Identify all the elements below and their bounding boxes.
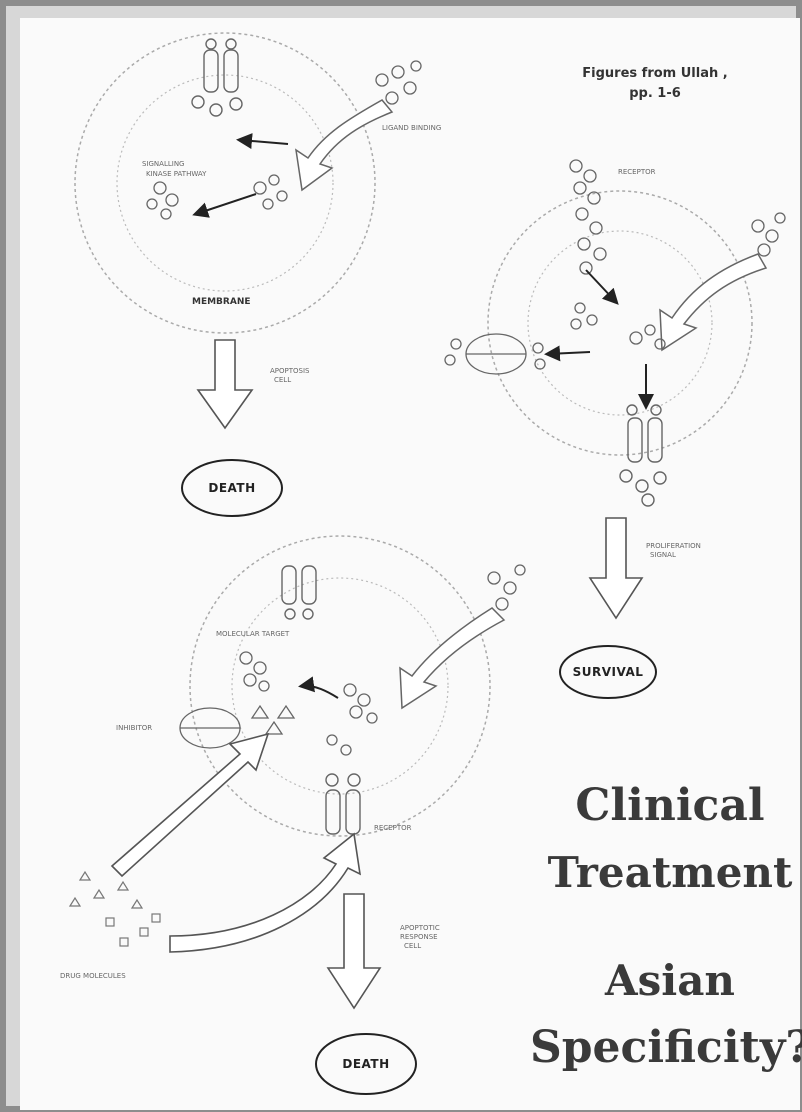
svg-text:RESPONSE: RESPONSE [400, 933, 438, 941]
down-arrow [198, 340, 252, 428]
receptor-glyph [192, 39, 242, 116]
ligand-cluster [376, 61, 421, 104]
ligand-cluster [752, 213, 785, 256]
svg-text:CELL: CELL [274, 376, 291, 384]
signal-arrow [302, 686, 338, 698]
outcome-label-right: SURVIVAL [573, 665, 644, 679]
drug-arrow [112, 734, 268, 876]
receptor-glyph [326, 774, 360, 834]
svg-text:DRUG MOLECULES: DRUG MOLECULES [60, 972, 126, 980]
headline-specificity: Specificity? [530, 1022, 802, 1073]
outcome-label-bottom: DEATH [342, 1057, 389, 1071]
svg-text:APOPTOSIS: APOPTOSIS [270, 367, 310, 375]
headline-clinical: Clinical [540, 780, 800, 831]
svg-text:PROLIFERATION: PROLIFERATION [646, 542, 701, 550]
curved-arrow [400, 608, 504, 708]
ligand-cluster [488, 565, 525, 610]
signal-arrow [548, 352, 590, 354]
svg-text:KINASE PATHWAY: KINASE PATHWAY [146, 170, 207, 178]
cell-outer-membrane [75, 33, 375, 333]
pathway-diagrams: LIGAND BINDING SIGNALLING KINASE PATHWAY… [20, 18, 800, 1110]
down-arrow [590, 518, 642, 618]
headline-treatment: Treatment [540, 848, 800, 897]
drug-arrow [170, 834, 360, 952]
slide-sheet: LIGAND BINDING SIGNALLING KINASE PATHWAY… [20, 18, 800, 1110]
figure-caption: Figures from Ullah , pp. 1-6 [520, 64, 790, 104]
svg-text:SIGNALLING: SIGNALLING [142, 160, 184, 168]
svg-text:RECEPTOR: RECEPTOR [618, 168, 656, 176]
svg-text:MOLECULAR TARGET: MOLECULAR TARGET [216, 630, 290, 638]
caption-line-2: pp. 1-6 [520, 84, 790, 104]
membrane-label: MEMBRANE [192, 297, 251, 307]
signal-arrow [586, 270, 616, 302]
receptor-glyph [282, 566, 316, 619]
curved-arrow [660, 254, 766, 350]
inner-molecules [147, 175, 287, 219]
svg-text:CELL: CELL [404, 942, 421, 950]
signal-arrow [196, 194, 256, 214]
svg-text:SIGNAL: SIGNAL [650, 551, 676, 559]
svg-text:RECEPTOR: RECEPTOR [374, 824, 412, 832]
caption-line-1: Figures from Ullah , [520, 64, 790, 84]
drug-particles [70, 872, 160, 946]
cell-top-left: LIGAND BINDING SIGNALLING KINASE PATHWAY… [75, 33, 441, 516]
signal-arrow [240, 140, 288, 144]
svg-text:APOPTOTIC: APOPTOTIC [400, 924, 440, 932]
curved-arrow [296, 100, 392, 190]
cell-bottom: MOLECULAR TARGET INHIBITOR [60, 536, 525, 1094]
headline-asian: Asian [540, 956, 800, 1005]
inner-molecules [571, 303, 665, 349]
outcome-label-top-left: DEATH [208, 481, 255, 495]
receptor-glyph [570, 160, 606, 274]
cell-outer-membrane [190, 536, 490, 836]
svg-text:INHIBITOR: INHIBITOR [116, 724, 152, 732]
down-arrow [328, 894, 380, 1008]
svg-text:LIGAND BINDING: LIGAND BINDING [382, 124, 441, 132]
